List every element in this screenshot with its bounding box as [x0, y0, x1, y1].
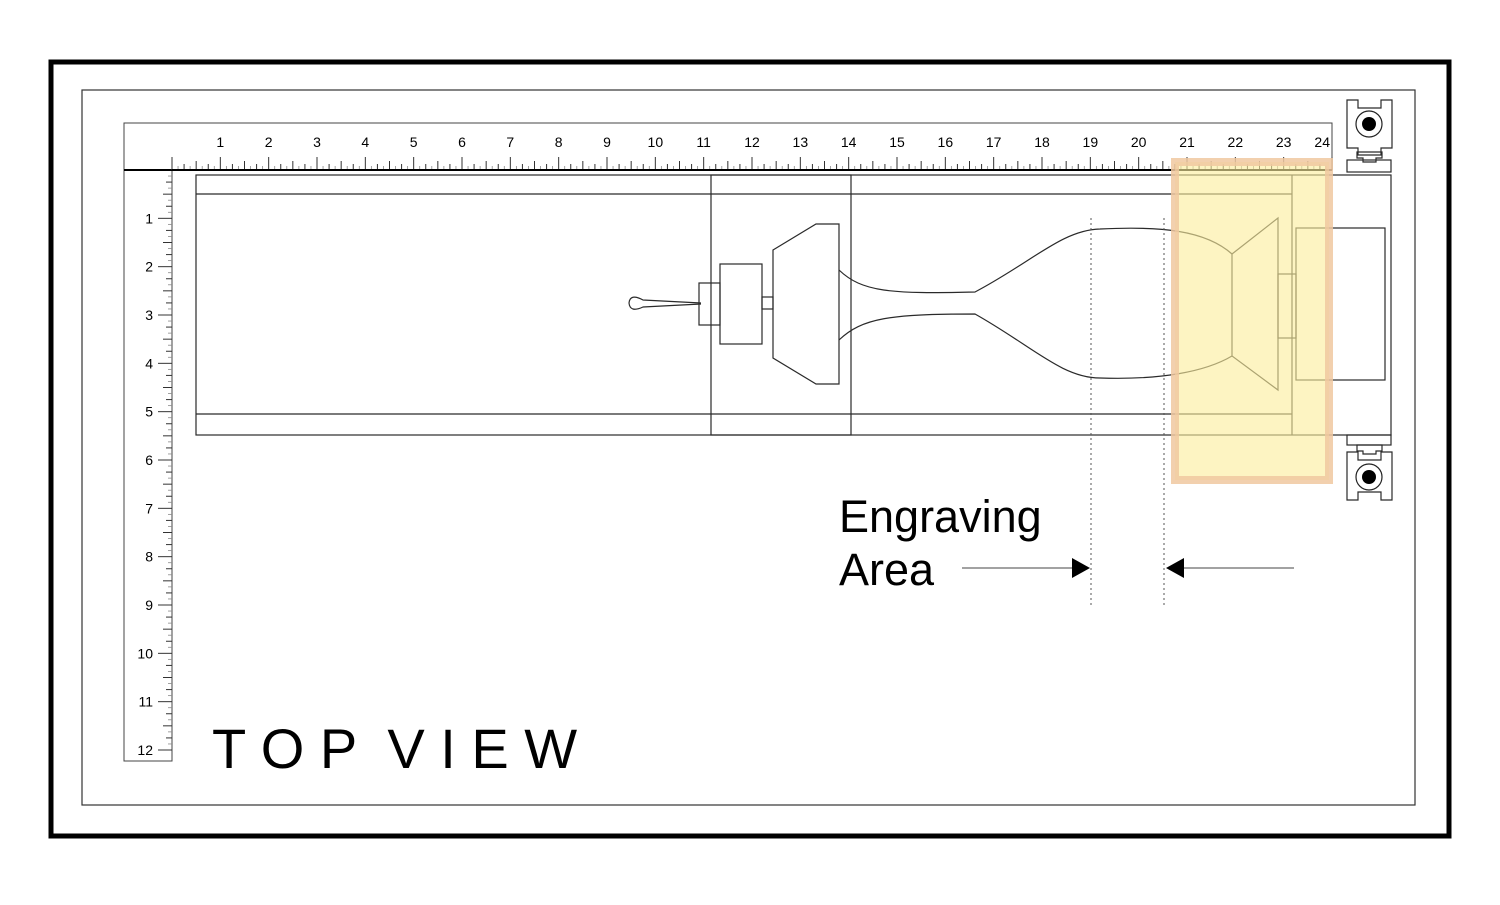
- left-ruler-label: 1: [145, 210, 153, 226]
- top-ruler-label: 3: [313, 134, 321, 150]
- left-ruler-label: 8: [145, 549, 153, 565]
- left-ruler-label: 10: [137, 645, 153, 661]
- engraving-label-line2: Area: [839, 544, 935, 595]
- view-title: T O P V I E W: [212, 717, 577, 780]
- top-ruler-label: 20: [1131, 134, 1147, 150]
- top-ruler-label: 24: [1314, 134, 1330, 150]
- left-ruler-label: 6: [145, 452, 153, 468]
- left-ruler-ticks: [158, 175, 172, 751]
- top-ruler-label: 13: [793, 134, 809, 150]
- top-ruler-label: 14: [841, 134, 857, 150]
- arrow-right-head: [1166, 558, 1184, 578]
- left-ruler-label: 12: [137, 742, 153, 758]
- left-ruler-label: 7: [145, 500, 153, 516]
- outer-frame: [48, 59, 1452, 839]
- inner-frame: [81, 89, 1416, 806]
- top-ruler-label: 21: [1179, 134, 1195, 150]
- top-ruler-label: 15: [889, 134, 905, 150]
- left-ruler-label: 5: [145, 404, 153, 420]
- top-ruler-label: 9: [603, 134, 611, 150]
- left-ruler-label: 9: [145, 597, 153, 613]
- tailstock-pin: [761, 296, 774, 310]
- top-ruler-label: 18: [1034, 134, 1050, 150]
- top-ruler-label: 1: [216, 134, 224, 150]
- top-clamp-bolt-icon: [1355, 110, 1383, 138]
- top-ruler-label: 10: [648, 134, 664, 150]
- engraving-highlight: [1171, 158, 1333, 484]
- top-ruler-label: 16: [938, 134, 954, 150]
- top-ruler-label: 8: [555, 134, 563, 150]
- top-ruler-label: 19: [1083, 134, 1099, 150]
- top-ruler-label: 11: [696, 134, 711, 150]
- tailstock-collar: [698, 282, 721, 326]
- top-ruler-ticks: [171, 157, 1333, 171]
- tailstock-knob: [628, 296, 702, 310]
- top-ruler-label: 5: [410, 134, 418, 150]
- bottom-clamp: [1346, 434, 1393, 501]
- top-ruler-label: 22: [1228, 134, 1244, 150]
- top-ruler-label: 12: [744, 134, 760, 150]
- left-ruler-body: [123, 169, 173, 762]
- top-ruler-label: 7: [506, 134, 514, 150]
- bottom-clamp-bolt-icon: [1355, 463, 1383, 491]
- top-ruler-label: 4: [361, 134, 369, 150]
- chuck-cone: [772, 223, 840, 385]
- top-ruler-label: 6: [458, 134, 466, 150]
- left-ruler-label: 3: [145, 307, 153, 323]
- left-ruler-label: 11: [138, 694, 153, 710]
- top-ruler-label: 2: [265, 134, 273, 150]
- carriage-block: [710, 174, 852, 436]
- left-ruler-label: 4: [145, 355, 153, 371]
- left-ruler-label: 2: [145, 259, 153, 275]
- engraving-label-line1: Engraving: [839, 491, 1042, 542]
- tailstock-chuck: [719, 263, 763, 345]
- arrow-left-head: [1072, 558, 1090, 578]
- top-ruler-label: 17: [986, 134, 1002, 150]
- top-ruler-label: 23: [1276, 134, 1292, 150]
- top-clamp: [1346, 99, 1393, 173]
